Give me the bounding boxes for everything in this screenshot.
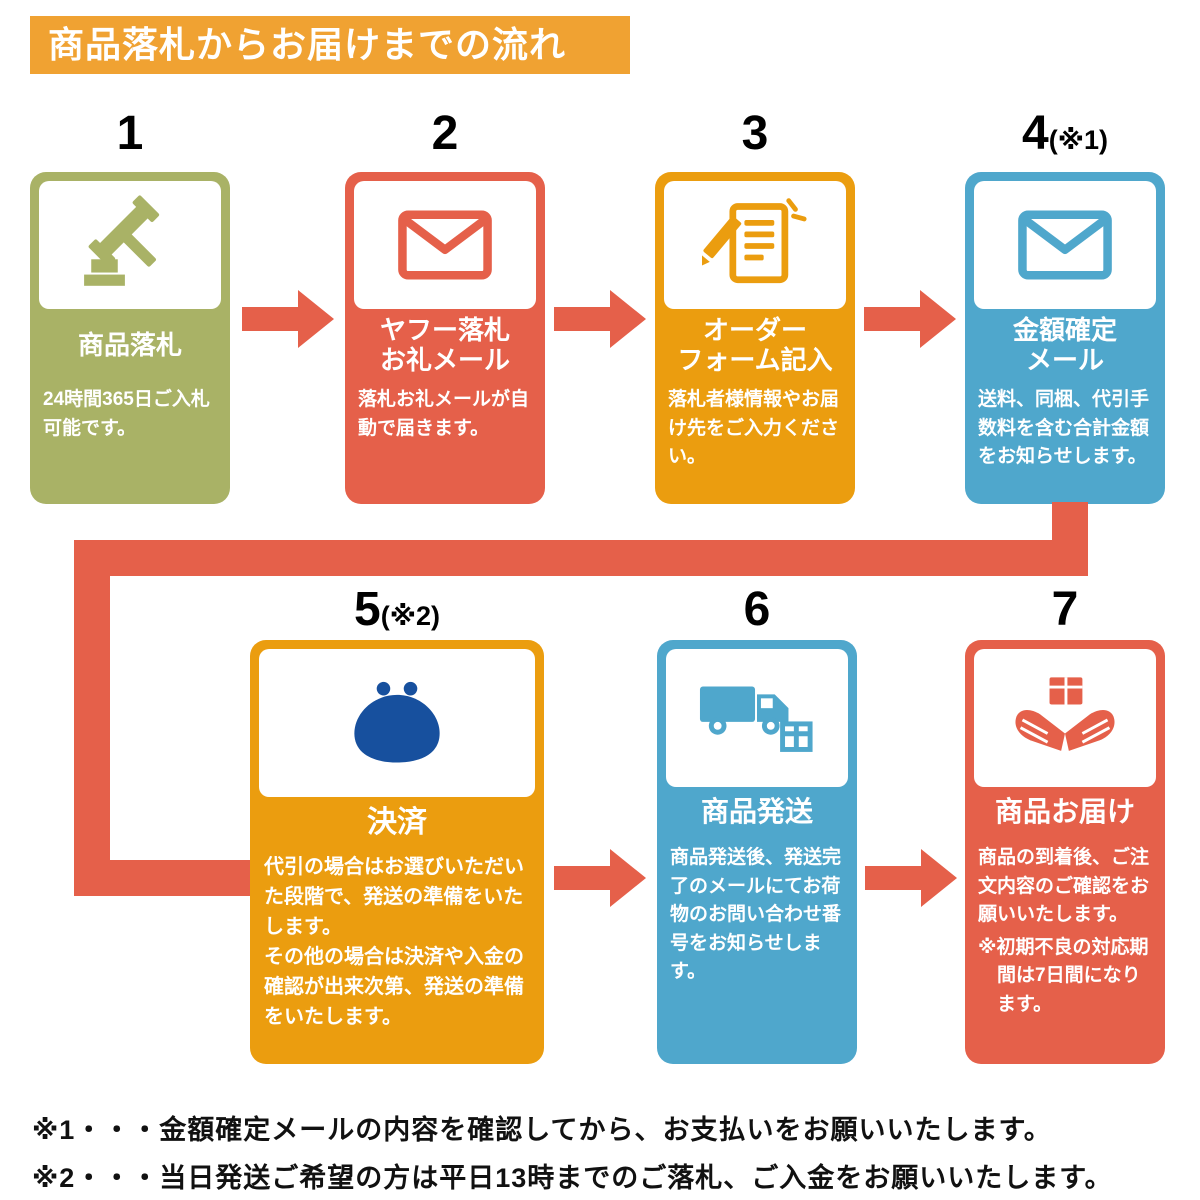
step-card-price-mail: 金額確定 メール 送料、同梱、代引手数料を含む合計金額をお知らせします。 bbox=[965, 172, 1165, 504]
step-title: 商品落札 bbox=[30, 312, 230, 380]
title-line: フォーム記入 bbox=[677, 345, 833, 375]
number-text: 5 bbox=[354, 583, 381, 636]
step-number-4: 4(※1) bbox=[965, 106, 1165, 161]
flow-connector-segment bbox=[74, 540, 110, 896]
step-title: オーダー フォーム記入 bbox=[655, 312, 855, 380]
step-number-6: 6 bbox=[657, 582, 857, 637]
title-line: 商品お届け bbox=[994, 796, 1135, 827]
description-paragraph: 商品の到着後、ご注文内容のご確認をお願いいたします。 bbox=[978, 847, 1150, 925]
step-title: 決済 bbox=[250, 796, 544, 842]
step-description: 商品の到着後、ご注文内容のご確認をお願いいたします。 ※初期不良の対応期間は7日… bbox=[978, 844, 1152, 1019]
step-description: 落札お礼メールが自動で届きます。 bbox=[358, 389, 530, 439]
number-text: 1 bbox=[116, 107, 144, 160]
title-line: 商品落札 bbox=[77, 330, 182, 361]
number-footnote-ref: (※2) bbox=[380, 601, 440, 631]
flow-connector-segment bbox=[74, 860, 254, 896]
coin-purse-icon bbox=[354, 681, 440, 763]
step-card-auction: 商品落札 24時間365日ご入札可能です。 bbox=[30, 172, 230, 504]
step-card-thanks-mail: ヤフー落札 お礼メール 落札お礼メールが自動で届きます。 bbox=[345, 172, 545, 504]
description-paragraph: 代引の場合はお選びいただいた段階で、発送の準備をいたします。 bbox=[264, 856, 524, 938]
title-line: 商品発送 bbox=[700, 796, 813, 827]
icon-box bbox=[664, 181, 846, 309]
step-number-1: 1 bbox=[30, 106, 230, 161]
flow-arrow-right bbox=[554, 849, 646, 907]
title-line: 金額確定 bbox=[1012, 315, 1117, 346]
hands-box-icon bbox=[1015, 677, 1115, 751]
step-description: 商品発送後、発送完了のメールにてお荷物のお問い合わせ番号をお知らせします。 bbox=[670, 847, 842, 982]
step-card-payment: 決済 代引の場合はお選びいただいた段階で、発送の準備をいたします。 その他の場合… bbox=[250, 640, 544, 1064]
page-title: 商品落札からお届けまでの流れ bbox=[30, 16, 630, 74]
envelope-icon bbox=[398, 210, 492, 280]
icon-box bbox=[974, 181, 1156, 309]
step-number-7: 7 bbox=[965, 582, 1165, 637]
step-description: 送料、同梱、代引手数料を含む合計金額をお知らせします。 bbox=[978, 389, 1150, 467]
number-text: 2 bbox=[431, 107, 459, 160]
step-description: 落札者様情報やお届け先をご入力ください。 bbox=[668, 389, 840, 467]
title-line: ヤフー落札 bbox=[379, 315, 510, 346]
flow-arrow-right bbox=[864, 290, 956, 348]
title-line: お礼メール bbox=[379, 345, 510, 375]
footnote-1: ※1・・・金額確定メールの内容を確認してから、お支払いをお願いいたします。 bbox=[32, 1115, 1052, 1145]
flow-arrow-right bbox=[865, 849, 957, 907]
icon-box bbox=[354, 181, 536, 309]
number-footnote-ref: (※1) bbox=[1048, 125, 1108, 155]
icon-box bbox=[39, 181, 221, 309]
step-description: 24時間365日ご入札可能です。 bbox=[43, 389, 210, 439]
description-paragraph: その他の場合は決済や入金の確認が出来次第、発送の準備をいたします。 bbox=[264, 946, 524, 1028]
step-title: ヤフー落札 お礼メール bbox=[345, 312, 545, 380]
title-line: メール bbox=[1025, 345, 1104, 375]
order-form-icon bbox=[702, 198, 807, 284]
number-text: 7 bbox=[1051, 583, 1079, 636]
footnote-2: ※2・・・当日発送ご希望の方は平日13時までのご落札、ご入金をお願いいたします。 bbox=[32, 1163, 1113, 1193]
truck-icon bbox=[699, 686, 813, 752]
icon-box bbox=[666, 649, 848, 787]
step-card-delivery: 商品お届け 商品の到着後、ご注文内容のご確認をお願いいたします。 ※初期不良の対… bbox=[965, 640, 1165, 1064]
number-text: 3 bbox=[741, 107, 769, 160]
step-title: 商品発送 bbox=[657, 788, 857, 832]
gavel-icon bbox=[84, 195, 160, 286]
step-number-5: 5(※2) bbox=[250, 582, 544, 637]
title-line: 決済 bbox=[367, 806, 427, 839]
step-card-order-form: オーダー フォーム記入 落札者様情報やお届け先をご入力ください。 bbox=[655, 172, 855, 504]
flow-arrow-right bbox=[242, 290, 334, 348]
number-text: 4 bbox=[1022, 107, 1049, 160]
step-card-shipping: 商品発送 商品発送後、発送完了のメールにてお荷物のお問い合わせ番号をお知らせしま… bbox=[657, 640, 857, 1064]
icon-box bbox=[974, 649, 1156, 787]
icon-box bbox=[259, 649, 535, 797]
flow-connector-segment bbox=[74, 540, 1088, 576]
envelope-icon bbox=[1018, 210, 1112, 280]
step-title: 金額確定 メール bbox=[965, 312, 1165, 380]
number-text: 6 bbox=[743, 583, 771, 636]
flow-arrow-right bbox=[554, 290, 646, 348]
description-footnote: ※初期不良の対応期間は7日間になります。 bbox=[978, 936, 1149, 1015]
step-number-2: 2 bbox=[345, 106, 545, 161]
step-number-3: 3 bbox=[655, 106, 855, 161]
step-title: 商品お届け bbox=[965, 788, 1165, 832]
title-line: オーダー bbox=[702, 315, 807, 346]
step-description: 代引の場合はお選びいただいた段階で、発送の準備をいたします。 その他の場合は決済… bbox=[264, 852, 530, 1032]
